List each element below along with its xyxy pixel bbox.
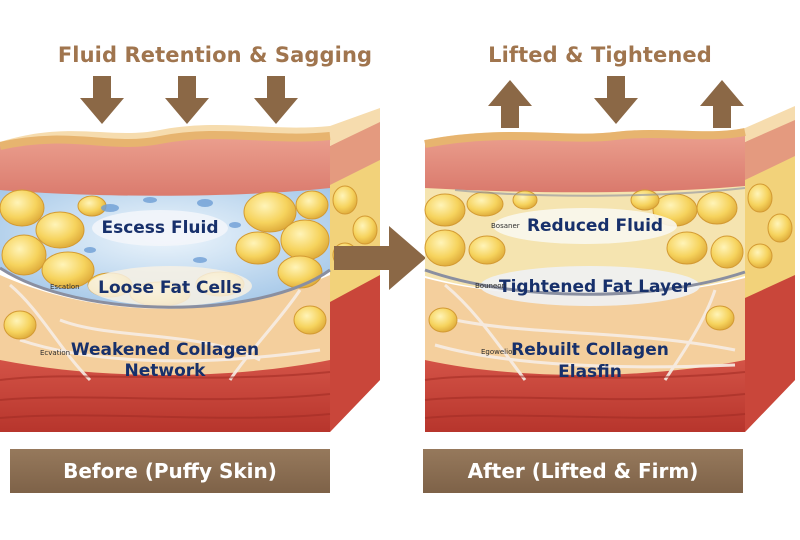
after-fluid-label: Reduced Fluid bbox=[526, 216, 664, 236]
before-footer: Before (Puffy Skin) bbox=[10, 449, 330, 493]
arrow-right-icon bbox=[334, 226, 426, 290]
after-heading: Lifted & Tightened bbox=[488, 43, 712, 67]
arrow-up-icon bbox=[700, 80, 744, 128]
after-tiny-label: Bosaner bbox=[491, 222, 520, 230]
arrow-up-icon bbox=[488, 80, 532, 128]
before-fluid-label: Escess Fluid bbox=[101, 218, 219, 238]
arrow-down-icon bbox=[165, 76, 209, 124]
after-tiny-label: Egowelion bbox=[481, 348, 517, 356]
before-tiny-label: Ecvation bbox=[40, 349, 71, 357]
before-collagen-label-line2: Network bbox=[124, 361, 206, 381]
arrow-down-icon bbox=[80, 76, 124, 124]
after-collagen-label-line2: Elasfin bbox=[558, 362, 622, 382]
before-fat-label: Loose Fat Cells bbox=[98, 278, 242, 298]
before-collagen-label-line1: Weakened Collagen bbox=[70, 340, 260, 360]
after-footer: After (Lifted & Firm) bbox=[423, 449, 743, 493]
after-skin-diagram: Reduced Fluid Tightened Fat Layer Rebuil… bbox=[415, 80, 800, 440]
after-fat-label: Tightened Fat Layer bbox=[499, 277, 691, 297]
arrow-down-icon bbox=[594, 76, 638, 124]
before-skin-diagram: Escess Fluid Loose Fat Cells Weakened Co… bbox=[0, 80, 385, 440]
before-heading: Fluid Retention & Sagging bbox=[57, 43, 373, 67]
arrow-down-icon bbox=[254, 76, 298, 124]
after-tiny-label: Bouneon bbox=[475, 282, 506, 290]
after-collagen-label-line1: Rebuilt Collagen bbox=[511, 340, 669, 360]
before-tiny-label: Escatlon bbox=[50, 283, 80, 291]
